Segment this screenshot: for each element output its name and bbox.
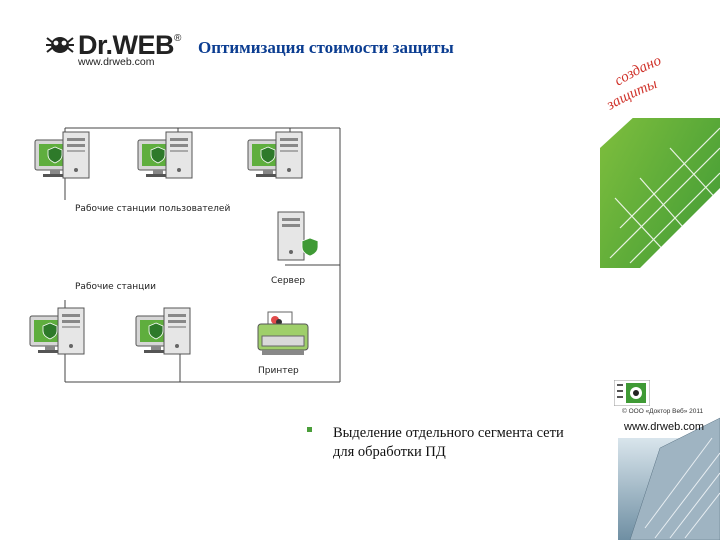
drweb-logo: Dr.WEB ® www.drweb.com [44, 30, 184, 70]
drweb-badge-icon [614, 380, 650, 406]
network-diagram [29, 127, 341, 383]
spider-icon [46, 37, 74, 53]
copyright-text: © ООО «Доктор Веб» 2011 [622, 408, 704, 415]
page-title: Оптимизация стоимости защиты [198, 38, 454, 57]
site-url: www.drweb.com [624, 421, 705, 433]
workstation-user-1 [34, 131, 90, 179]
bullet-text: Выделение отдельного сегмента сети для о… [333, 425, 564, 460]
printer-icon [257, 311, 309, 355]
brand-registered: ® [174, 33, 182, 44]
workstation-user-3 [247, 131, 303, 179]
bullet-marker-icon [307, 427, 312, 432]
slogan: создано защиты [603, 52, 664, 113]
workstation-user-2 [137, 131, 193, 179]
label-user-workstations: Рабочие станции пользователей [75, 204, 231, 214]
brand-name: Dr.WEB [78, 30, 175, 60]
workstation-1 [29, 307, 85, 355]
workstation-2 [135, 307, 191, 355]
label-workstations: Рабочие станции [75, 282, 156, 292]
label-server: Сервер [271, 276, 306, 286]
brand-url: www.drweb.com [78, 56, 155, 68]
server-icon [277, 211, 319, 261]
label-printer: Принтер [258, 366, 299, 376]
sidebar-decoration [600, 118, 720, 540]
